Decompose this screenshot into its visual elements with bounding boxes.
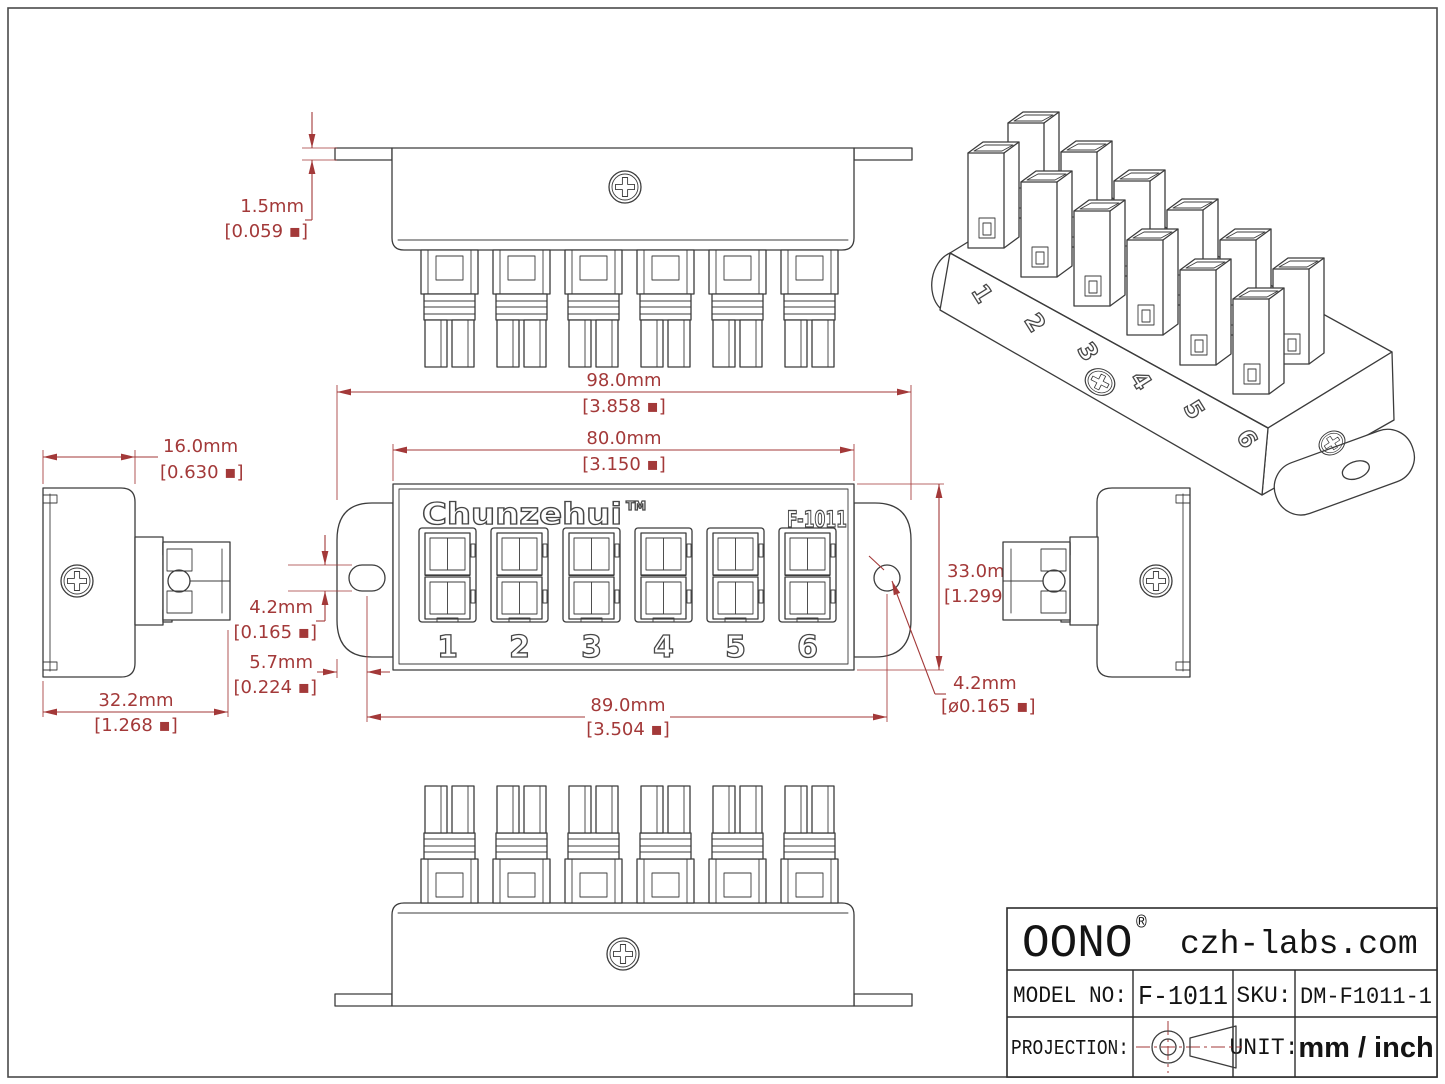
dim-slot: 4.2mm [0.165 ▪] (234, 535, 352, 643)
title-block: OONO ® czh-labs.com MODEL NO: F-1011 SKU… (1006, 907, 1438, 1078)
port-number: 1 (437, 630, 458, 665)
top-view-connector (708, 249, 767, 368)
dim-hole-diameter: 4.2mm [ø0.165 ▪] (868, 555, 1036, 717)
top-view-connector (564, 249, 623, 368)
dim-overall-width: 98.0mm [3.858 ▪] (336, 370, 912, 500)
dim-hole-dia-in: [ø0.165 ▪] (941, 696, 1036, 717)
bottom-view-connector (780, 785, 839, 904)
dim-total-depth-mm: 32.2mm (98, 690, 173, 711)
right-side-view (1002, 487, 1191, 678)
model-value: F-1011 (1138, 983, 1228, 1013)
dim-overall-mm: 98.0mm (586, 370, 661, 391)
projection-symbol-icon (1136, 1021, 1242, 1073)
port-number: 6 (797, 630, 818, 665)
bottom-view-connector (564, 785, 623, 904)
dim-flange-mm: 1.5mm (240, 196, 304, 217)
front-view: Chunzehui TM F-1011 1 2 3 4 5 6 (336, 483, 912, 671)
bottom-view-connector (420, 785, 479, 904)
dim-depth: 16.0mm [0.630 ▪] (42, 436, 244, 484)
dim-edge-mm: 5.7mm (249, 652, 313, 673)
dim-hole-span-mm: 89.0mm (590, 695, 665, 716)
top-view-connector (492, 249, 551, 368)
model-label: MODEL NO: (1013, 983, 1127, 1009)
dim-edge-offset: 5.7mm [0.224 ▪] (234, 652, 390, 698)
sku-label: SKU: (1236, 983, 1291, 1009)
dim-overall-in: [3.858 ▪] (582, 396, 666, 417)
company-logo: OONO (1022, 918, 1132, 970)
website: czh-labs.com (1180, 926, 1418, 963)
model-number-label: F-1011 (787, 508, 847, 533)
dim-flange-in: [0.059 ▪] (225, 221, 309, 242)
dim-total-depth-in: [1.268 ▪] (94, 715, 178, 736)
iso-connector (1073, 199, 1126, 307)
dim-body-in: [3.150 ▪] (582, 454, 666, 475)
dim-body-width: 80.0mm [3.150 ▪] (392, 428, 855, 481)
trademark-mark: TM (626, 499, 646, 513)
unit-label: UNIT: (1229, 1035, 1298, 1061)
dim-flange-thickness: 1.5mm [0.059 ▪] (225, 112, 337, 242)
iso-view: 1 2 3 4 5 6 (931, 111, 1416, 516)
registered-mark: ® (1136, 914, 1147, 934)
top-view-connector (636, 249, 695, 368)
dim-depth-mm: 16.0mm (163, 436, 238, 457)
projection-label: PROJECTION: (1011, 1038, 1129, 1061)
dim-slot-mm: 4.2mm (249, 597, 313, 618)
top-view-connector (780, 249, 839, 368)
port-number: 4 (653, 630, 674, 665)
bottom-view (334, 785, 913, 1007)
dim-slot-in: [0.165 ▪] (234, 622, 318, 643)
dim-depth-in: [0.630 ▪] (160, 462, 244, 483)
iso-connector (1232, 287, 1285, 395)
bottom-view-connector (492, 785, 551, 904)
sku-value: DM-F1011-1 (1300, 984, 1432, 1010)
iso-connector (1020, 170, 1073, 278)
dim-hole-dia-mm: 4.2mm (953, 673, 1017, 694)
iso-connector (967, 141, 1020, 249)
bottom-view-connector (636, 785, 695, 904)
left-side-view (42, 487, 231, 678)
dim-hole-span-in: [3.504 ▪] (586, 719, 670, 740)
port-number: 5 (725, 630, 746, 665)
brand-logo: Chunzehui (422, 497, 622, 531)
top-view (334, 147, 913, 368)
iso-connector (1179, 258, 1232, 366)
port-number: 2 (509, 630, 530, 665)
bottom-view-connector (708, 785, 767, 904)
iso-connector (1126, 228, 1179, 336)
dim-body-mm: 80.0mm (586, 428, 661, 449)
sheet-border (7, 7, 1438, 1078)
unit-value: mm / inch (1298, 1032, 1433, 1064)
dim-edge-in: [0.224 ▪] (234, 677, 318, 698)
dim-hole-span: 89.0mm [3.504 ▪] (366, 594, 888, 740)
top-view-connector (420, 249, 479, 368)
port-number: 3 (581, 630, 602, 665)
dim-total-depth: 32.2mm [1.268 ▪] (42, 630, 229, 736)
